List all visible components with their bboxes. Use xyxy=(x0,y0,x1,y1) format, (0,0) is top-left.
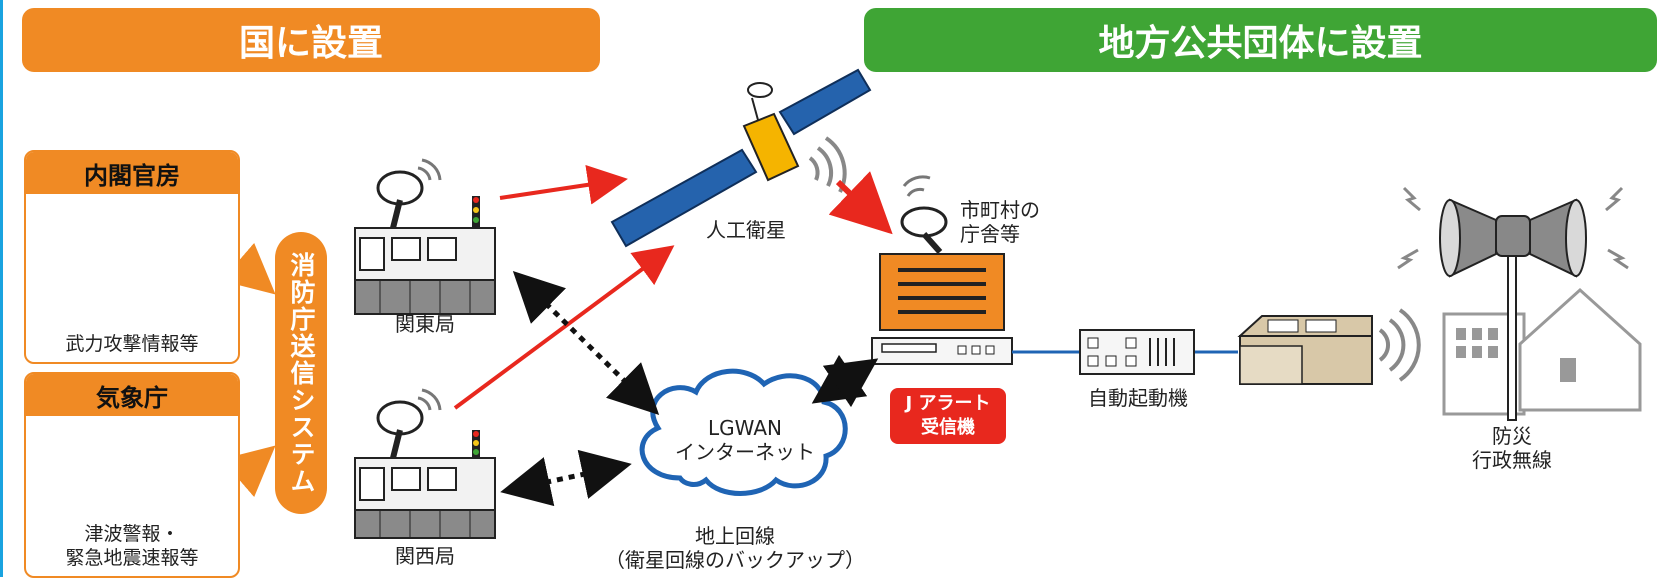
fdma-system-label: 消防庁送信システム xyxy=(287,251,316,495)
disaster-radio-line2: 行政無線 xyxy=(1472,448,1552,472)
cabinet-secretariat-caption: 武力攻撃情報等 xyxy=(65,333,199,355)
auto-starter-icon xyxy=(1079,329,1195,375)
kansai-station-label: 関西局 xyxy=(395,544,455,568)
banner-national: 国に設置 xyxy=(22,8,600,72)
kanto-station-label: 関東局 xyxy=(395,312,455,336)
banner-local: 地方公共団体に設置 xyxy=(864,8,1657,72)
municipal-label-line2: 庁舎等 xyxy=(960,222,1020,246)
municipal-label-line1: 市町村の xyxy=(960,198,1040,222)
cabinet-secretariat-box: 内閣官房 武力攻撃情報等 xyxy=(24,150,240,364)
dotted-kansai-lgwan xyxy=(500,449,632,507)
buildings-icon xyxy=(1442,287,1642,416)
municipal-antenna-icon xyxy=(900,175,948,254)
j-alert-line2: 受信機 xyxy=(921,417,975,438)
receiver-cabinet-icon xyxy=(879,253,1005,331)
municipal-label: 市町村の 庁舎等 xyxy=(960,198,1040,246)
jma-caption-line2: 緊急地震速報等 xyxy=(65,547,199,569)
j-alert-line1: J アラート xyxy=(905,393,991,414)
terrestrial-label-line2: （衛星回線のバックアップ） xyxy=(605,548,865,572)
receiver-unit-icon xyxy=(871,337,1013,365)
disaster-radio-label: 防災 行政無線 xyxy=(1452,424,1572,472)
broadcast-console-icon xyxy=(1237,308,1421,385)
terrestrial-label: 地上回線 （衛星回線のバックアップ） xyxy=(590,524,880,572)
fdma-system-pill: 消防庁送信システム xyxy=(275,232,327,514)
speaker-pole-icon xyxy=(1397,186,1629,421)
downlink-arrow xyxy=(828,171,893,235)
lgwan-label-line2: インターネット xyxy=(675,440,815,464)
terrestrial-label-line1: 地上回線 xyxy=(695,524,775,548)
auto-starter-label: 自動起動機 xyxy=(1088,386,1188,410)
jma-title: 気象庁 xyxy=(26,374,238,416)
cabinet-secretariat-title: 内閣官房 xyxy=(26,152,238,194)
arrow-cabinet-to-fdma xyxy=(221,242,276,295)
uplink-kanto-arrow xyxy=(499,164,628,205)
disaster-radio-line1: 防災 xyxy=(1492,424,1532,448)
satellite-label: 人工衛星 xyxy=(706,218,786,242)
lgwan-label: LGWAN インターネット xyxy=(660,416,830,464)
j-alert-receiver-badge: J アラート 受信機 xyxy=(890,388,1006,444)
jma-caption: 津波警報・ 緊急地震速報等 xyxy=(26,522,238,570)
jma-box: 気象庁 津波警報・ 緊急地震速報等 xyxy=(24,372,240,578)
kansai-station-icon xyxy=(354,388,496,539)
arrow-jma-to-fdma xyxy=(221,445,276,498)
kanto-station-icon xyxy=(354,158,496,315)
lgwan-label-line1: LGWAN xyxy=(708,416,782,440)
jma-caption-line1: 津波警報・ xyxy=(84,523,180,545)
dotted-lgwan-receiver xyxy=(811,354,879,408)
satellite-icon xyxy=(610,68,872,248)
